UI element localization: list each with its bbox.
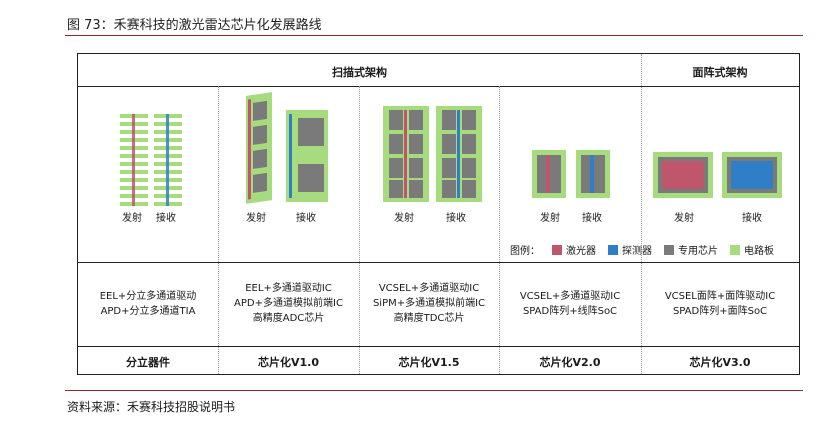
legend-swatch-asic <box>664 244 674 255</box>
legend-title: 图例： <box>510 246 540 257</box>
scan-architecture-header: 扫描式架构 <box>332 66 387 79</box>
description-line: 高精度TDC芯片 <box>393 313 465 324</box>
c5-tx-label: 发射 <box>674 213 694 224</box>
description-line: APD+分立多通道TIA <box>100 306 196 317</box>
legend-swatch-detector <box>608 244 618 255</box>
v1-receiver-image <box>286 110 328 202</box>
source-note: 资料来源：禾赛科技招股说明书 <box>67 400 236 414</box>
c4-tx-label: 发射 <box>540 213 560 224</box>
description-line: 高精度ADC芯片 <box>252 313 325 324</box>
description-v2: VCSEL+多通道驱动IC SPAD阵列+线阵SoC <box>499 289 641 319</box>
v3-receiver-image <box>722 152 782 198</box>
description-discrete: EEL+分立多通道驱动 APD+分立多通道TIA <box>78 289 218 319</box>
legend: 图例： 激光器 探测器 专用芯片 电路板 <box>510 242 774 257</box>
v3-transmitter-image <box>653 152 713 198</box>
column-divider <box>218 86 219 374</box>
legend-swatch-pcb <box>730 244 740 255</box>
description-line: SPAD阵列+面阵SoC <box>672 306 768 317</box>
description-line: VCSEL+多通道驱动IC <box>519 291 621 302</box>
v15-receiver-image <box>436 106 482 202</box>
c3-tx-label: 发射 <box>394 213 414 224</box>
array-architecture-header: 面阵式架构 <box>692 66 748 79</box>
description-line: EEL+多通道驱动IC <box>245 283 332 294</box>
v15-transmitter-image <box>383 106 429 202</box>
c1-rx-label: 接收 <box>156 213 176 224</box>
description-line: SPAD阵列+线阵SoC <box>522 306 618 317</box>
discrete-transmitter-image <box>120 114 148 208</box>
title-rule <box>65 35 803 36</box>
c4-rx-label: 接收 <box>582 213 602 224</box>
legend-label-laser: 激光器 <box>566 246 596 257</box>
v1-transmitter-image <box>246 92 272 204</box>
legend-swatch-laser <box>552 244 562 255</box>
legend-label-detector: 探测器 <box>622 246 652 257</box>
stage-rule <box>78 346 799 347</box>
description-line: APD+多通道模拟前端IC <box>234 298 343 309</box>
column-divider <box>359 86 360 374</box>
legend-label-asic: 专用芯片 <box>678 246 718 257</box>
stage-discrete: 分立器件 <box>126 356 170 369</box>
description-line: VCSEL面阵+面阵驱动IC <box>664 291 776 302</box>
v2-receiver-image <box>576 150 610 198</box>
roadmap-table: 扫描式架构 面阵式架构 发射 接收 <box>77 53 800 375</box>
description-v3: VCSEL面阵+面阵驱动IC SPAD阵列+面阵SoC <box>641 289 799 319</box>
description-line: SiPM+多通道模拟前端IC <box>372 298 486 309</box>
stage-v3: 芯片化V3.0 <box>689 356 751 369</box>
c1-tx-label: 发射 <box>122 213 142 224</box>
legend-label-pcb: 电路板 <box>744 246 774 257</box>
stage-v1: 芯片化V1.0 <box>258 356 319 369</box>
description-rule <box>78 262 799 263</box>
c3-rx-label: 接收 <box>446 213 466 224</box>
column-divider <box>499 86 500 374</box>
description-line: EEL+分立多通道驱动 <box>99 291 197 302</box>
description-v1: EEL+多通道驱动IC APD+多通道模拟前端IC 高精度ADC芯片 <box>218 281 359 326</box>
figure-title: 图 73：禾赛科技的激光雷达芯片化发展路线 <box>67 18 322 33</box>
source-rule <box>65 390 803 391</box>
c2-tx-label: 发射 <box>246 213 266 224</box>
description-line: VCSEL+多通道驱动IC <box>378 283 480 294</box>
header-rule <box>78 86 799 87</box>
stage-v15: 芯片化V1.5 <box>398 356 460 369</box>
architecture-divider <box>641 54 642 374</box>
v2-transmitter-image <box>532 150 566 198</box>
stage-v2: 芯片化V2.0 <box>539 356 601 369</box>
discrete-receiver-image <box>154 114 182 208</box>
c5-rx-label: 接收 <box>742 213 762 224</box>
description-v15: VCSEL+多通道驱动IC SiPM+多通道模拟前端IC 高精度TDC芯片 <box>359 281 499 326</box>
c2-rx-label: 接收 <box>296 213 316 224</box>
